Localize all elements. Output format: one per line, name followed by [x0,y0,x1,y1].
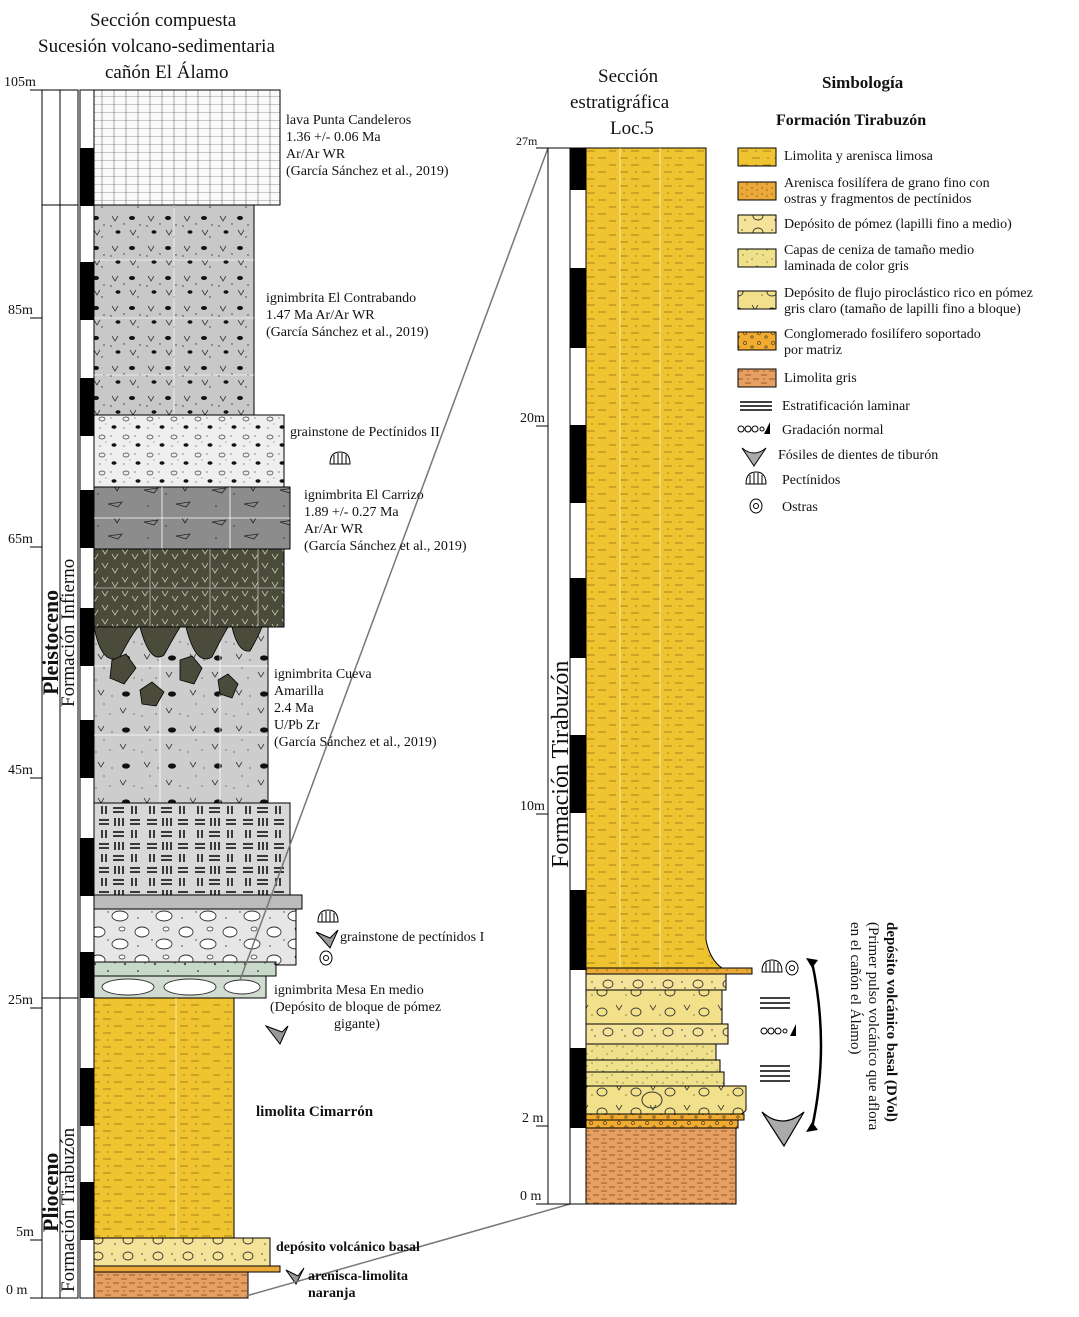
dvol-bracket [810,961,823,1129]
zoom-connector-top [239,147,549,981]
lamination-icon [760,997,790,1009]
oyster-icon [319,950,333,966]
left-title-line-1: Sección compuesta [90,10,237,31]
scale-label-25: 25m [8,993,33,1008]
shark-tooth-icon [264,1024,289,1045]
legend-title: Simbología [822,73,904,92]
legend-symbol-pectinidos: Pectínidos [782,473,841,488]
lamination-icon [760,1065,790,1082]
right-meter-ticks [570,148,586,1128]
label-grainstone-1: grainstone de pectínidos I [340,930,485,945]
scale-label-65: 65m [8,532,33,547]
shark-tooth-icon [285,1267,305,1285]
pectinid-icon [761,959,783,973]
legend-item-flujo: Depósito de flujo piroclástico rico en p… [784,286,1033,301]
legend-item-arenisca-fosilifera: Arenisca fosilífera de grano fino con [784,176,990,191]
pectinid-icon [329,451,351,465]
lava-layer [93,89,281,206]
cimarron-layer [93,997,235,1239]
right-fossil-arenisca [585,967,753,975]
legend-symbol-laminar: Estratificación laminar [782,399,910,414]
legend-symbol-gradacion: Gradación normal [782,423,884,438]
right-scale-27: 27m [516,134,538,148]
basal-deposit-layer [93,1237,271,1267]
zoom-connector-bottom [245,1203,571,1297]
dvol-annotation: depósito volcánico basal (DVol) (Primer … [847,922,899,1131]
grainstone-1-layer [93,908,297,966]
legend-item-pomez: Depósito de pómez (lapilli fino a medio) [784,217,1012,232]
legend-item-ceniza: Capas de ceniza de tamaño medio [784,243,975,258]
label-cimarron: limolita Cimarrón [256,1104,374,1120]
shark-tooth-icon [315,929,339,949]
scale-label-0: 0 m [6,1283,28,1298]
legend-swatches [737,147,777,514]
right-title-line-1: Sección [598,66,659,87]
oyster-icon [785,960,799,976]
scale-label-5: 5m [16,1225,34,1240]
shark-tooth-icon [761,1111,805,1148]
normal-grading-icon [760,1024,796,1036]
legend-item-limolita-gris: Limolita gris [784,371,857,386]
arenisca-naranja-layer [93,1271,249,1299]
label-grainstone-2: grainstone de Pectínidos II [290,425,440,440]
formation-tirabuzon-left: Formación Tirabuzón [58,1127,79,1292]
legend-item-ceniza-2: laminada de color gris [784,259,909,274]
label-basal: depósito volcánico basal [276,1240,420,1255]
cueva-flame-structures [93,626,263,707]
formation-tirabuzon-right: Formación Tirabuzón [548,660,574,868]
left-column [30,89,351,1299]
right-scale-0: 0 m [520,1189,542,1204]
right-scale-20: 20m [520,411,545,426]
right-title-line-2: estratigráfica [570,92,670,113]
left-scale-bar-inner [59,89,79,1299]
laminated-ignimbrite-layer [93,802,291,896]
scale-label-105: 105m [4,75,36,90]
legend-item-limolita: Limolita y arenisca limosa [784,149,933,164]
right-limolita-gris-layer [585,1127,737,1205]
legend-item-conglomerado-2: por matriz [784,343,842,358]
formation-infierno: Formación Infierno [58,558,79,707]
right-scale-2: 2 m [522,1111,544,1126]
left-title-line-2: Sucesión volcano-sedimentaria [38,36,275,57]
scale-label-45: 45m [8,763,33,778]
right-title-line-3: Loc.5 [610,118,654,139]
right-column [536,147,823,1205]
scale-label-85: 85m [8,303,33,318]
legend-item-flujo-2: gris claro (tamaño de lapilli fino a blo… [784,302,1021,317]
left-title-line-3: cañón El Álamo [105,62,229,83]
legend-symbol-ostras: Ostras [782,500,818,515]
legend-item-conglomerado: Conglomerado fosilífero soportado [784,327,981,342]
right-conglomerado-layer [585,1113,745,1121]
right-scale-10: 10m [520,799,545,814]
legend-subtitle: Formación Tirabuzón [776,112,927,129]
right-limolita-layer [585,147,724,969]
left-meter-ticks [80,148,94,1240]
grainstone-2-layer [93,414,285,488]
pectinid-icon [317,909,339,923]
legend-item-arenisca-fosilifera-2: ostras y fragmentos de pectínidos [784,192,972,207]
legend-symbol-dientes: Fósiles de dientes de tiburón [778,448,939,463]
